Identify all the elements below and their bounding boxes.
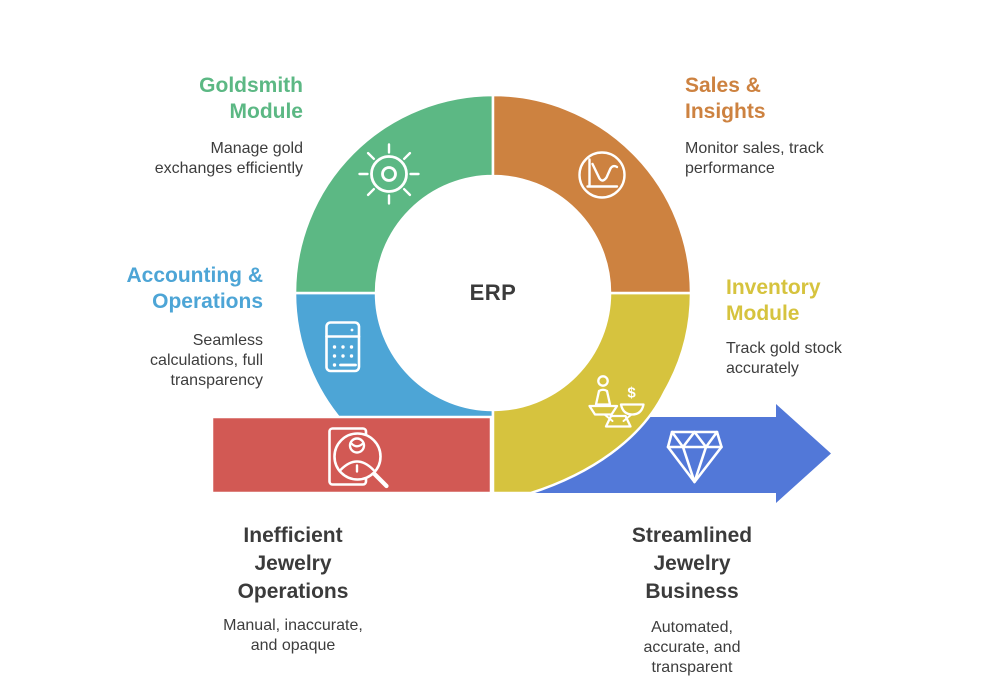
streamlined-business-title: Streamlined Jewelry Business xyxy=(631,524,753,603)
line-chart-icon xyxy=(578,151,626,199)
inefficient-operations-description: Manual, inaccurate, and opaque xyxy=(223,617,363,654)
inefficient-operations-title: Inefficient Jewelry Operations xyxy=(237,524,349,603)
streamlined-business-description: Automated, accurate, and transparent xyxy=(643,619,741,676)
erp-center-label: ERP xyxy=(469,280,517,305)
inventory-module-description: Track gold stock accurately xyxy=(726,340,842,377)
goldsmith-segment xyxy=(293,93,495,295)
document-search-icon xyxy=(328,427,389,489)
sales-insights-description: Monitor sales, track performance xyxy=(685,140,824,177)
inventory-segment xyxy=(491,291,693,495)
sales-insights-title: Sales & Insights xyxy=(685,74,766,123)
accounting-operations-title: Accounting & Operations xyxy=(126,264,264,313)
accounting-operations-description: Seamless calculations, full transparency xyxy=(150,332,263,389)
goldsmith-module-description: Manage gold exchanges efficiently xyxy=(154,140,303,177)
balance-scale-icon: $ xyxy=(588,375,645,428)
diamond-icon xyxy=(666,430,723,484)
dollar-glyph: $ xyxy=(627,385,636,402)
calculator-icon xyxy=(325,321,361,373)
goldsmith-module-title: Goldsmith Module xyxy=(199,74,303,123)
sun-icon xyxy=(358,143,420,205)
inventory-module-title: Inventory Module xyxy=(726,276,821,325)
